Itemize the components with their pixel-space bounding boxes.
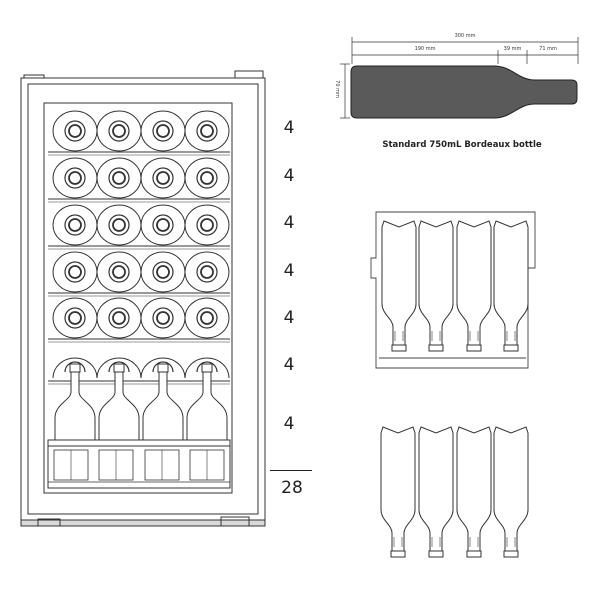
cabinet-shelves [48,110,230,379]
bottle-end [96,357,142,379]
crate-top [47,439,231,447]
upright-bottle [380,426,416,558]
bottle-end [184,357,230,379]
tray-bottles [381,220,529,352]
dim-label-shoulder: 39 mm [503,46,522,52]
bottle-end [184,251,230,293]
bottle-end [184,157,230,199]
shelf-count-5: 4 [283,308,295,328]
glass-inner [43,102,233,494]
bottle-end [52,110,98,152]
bottle-end [52,297,98,339]
tray-outline [370,211,536,369]
crate-body [47,445,231,489]
bottle-end [184,204,230,246]
bottle-end [140,204,186,246]
bottle-end [96,157,142,199]
bottle-caption: Standard 750mL Bordeaux bottle [382,140,542,150]
shelf-count-1: 4 [283,118,295,138]
bottle-end [140,110,186,152]
standing-bottle [98,367,140,441]
bottle-cap [157,363,169,373]
cabinet-outer [20,77,266,521]
upright-bottle [493,426,529,558]
bottle-end [140,157,186,199]
bottle-end [184,110,230,152]
shelf-count-7: 4 [283,414,295,434]
bottle-cap [201,363,213,373]
upright-bottle [493,220,529,352]
total-capacity: 28 [281,478,303,498]
top-left-tab [23,74,45,79]
standing-bottle [54,367,96,441]
shelf-count-2: 4 [283,166,295,186]
bordeaux-bottle-silhouette [350,65,578,119]
bottle-end [96,297,142,339]
bottom-hinge [220,516,250,527]
bottom-plinth [20,519,266,527]
dim-label-total: 300 mm [454,33,476,39]
bottle-end [52,157,98,199]
total-divider [270,470,312,471]
bottle-end [140,297,186,339]
bottle-end [96,251,142,293]
tray-frame [370,211,536,369]
top-hinge [234,70,264,79]
shelf-count-6: 4 [283,355,295,375]
bottle-end [96,204,142,246]
shelf-count-3: 4 [283,213,295,233]
bottom-standing-shelf [47,363,231,489]
bottle-end [140,251,186,293]
bottle-end [52,251,98,293]
dim-label-neck: 71 mm [539,46,557,52]
cabinet [20,70,266,527]
bottle-cap [113,363,125,373]
bottle-end [52,357,98,379]
loose-bottles [380,426,529,558]
dim-label-diameter: 70 mm [334,80,340,98]
shelf-count-4: 4 [283,261,295,281]
bottle-dimension-drawing [340,37,579,119]
dim-label-body: 190 mm [414,46,436,52]
upright-bottle [456,426,492,558]
upright-bottle [456,220,492,352]
upright-bottle [381,220,417,352]
bottle-end [52,204,98,246]
bottle-end [184,297,230,339]
upright-bottle [418,426,454,558]
bottle-end [140,357,186,379]
bottle-cap [69,363,81,373]
glass-door [27,83,259,515]
standing-bottle [186,367,228,441]
bottom-left-foot [37,518,61,527]
upright-bottle [418,220,454,352]
bottle-end [96,110,142,152]
standing-bottle [142,367,184,441]
